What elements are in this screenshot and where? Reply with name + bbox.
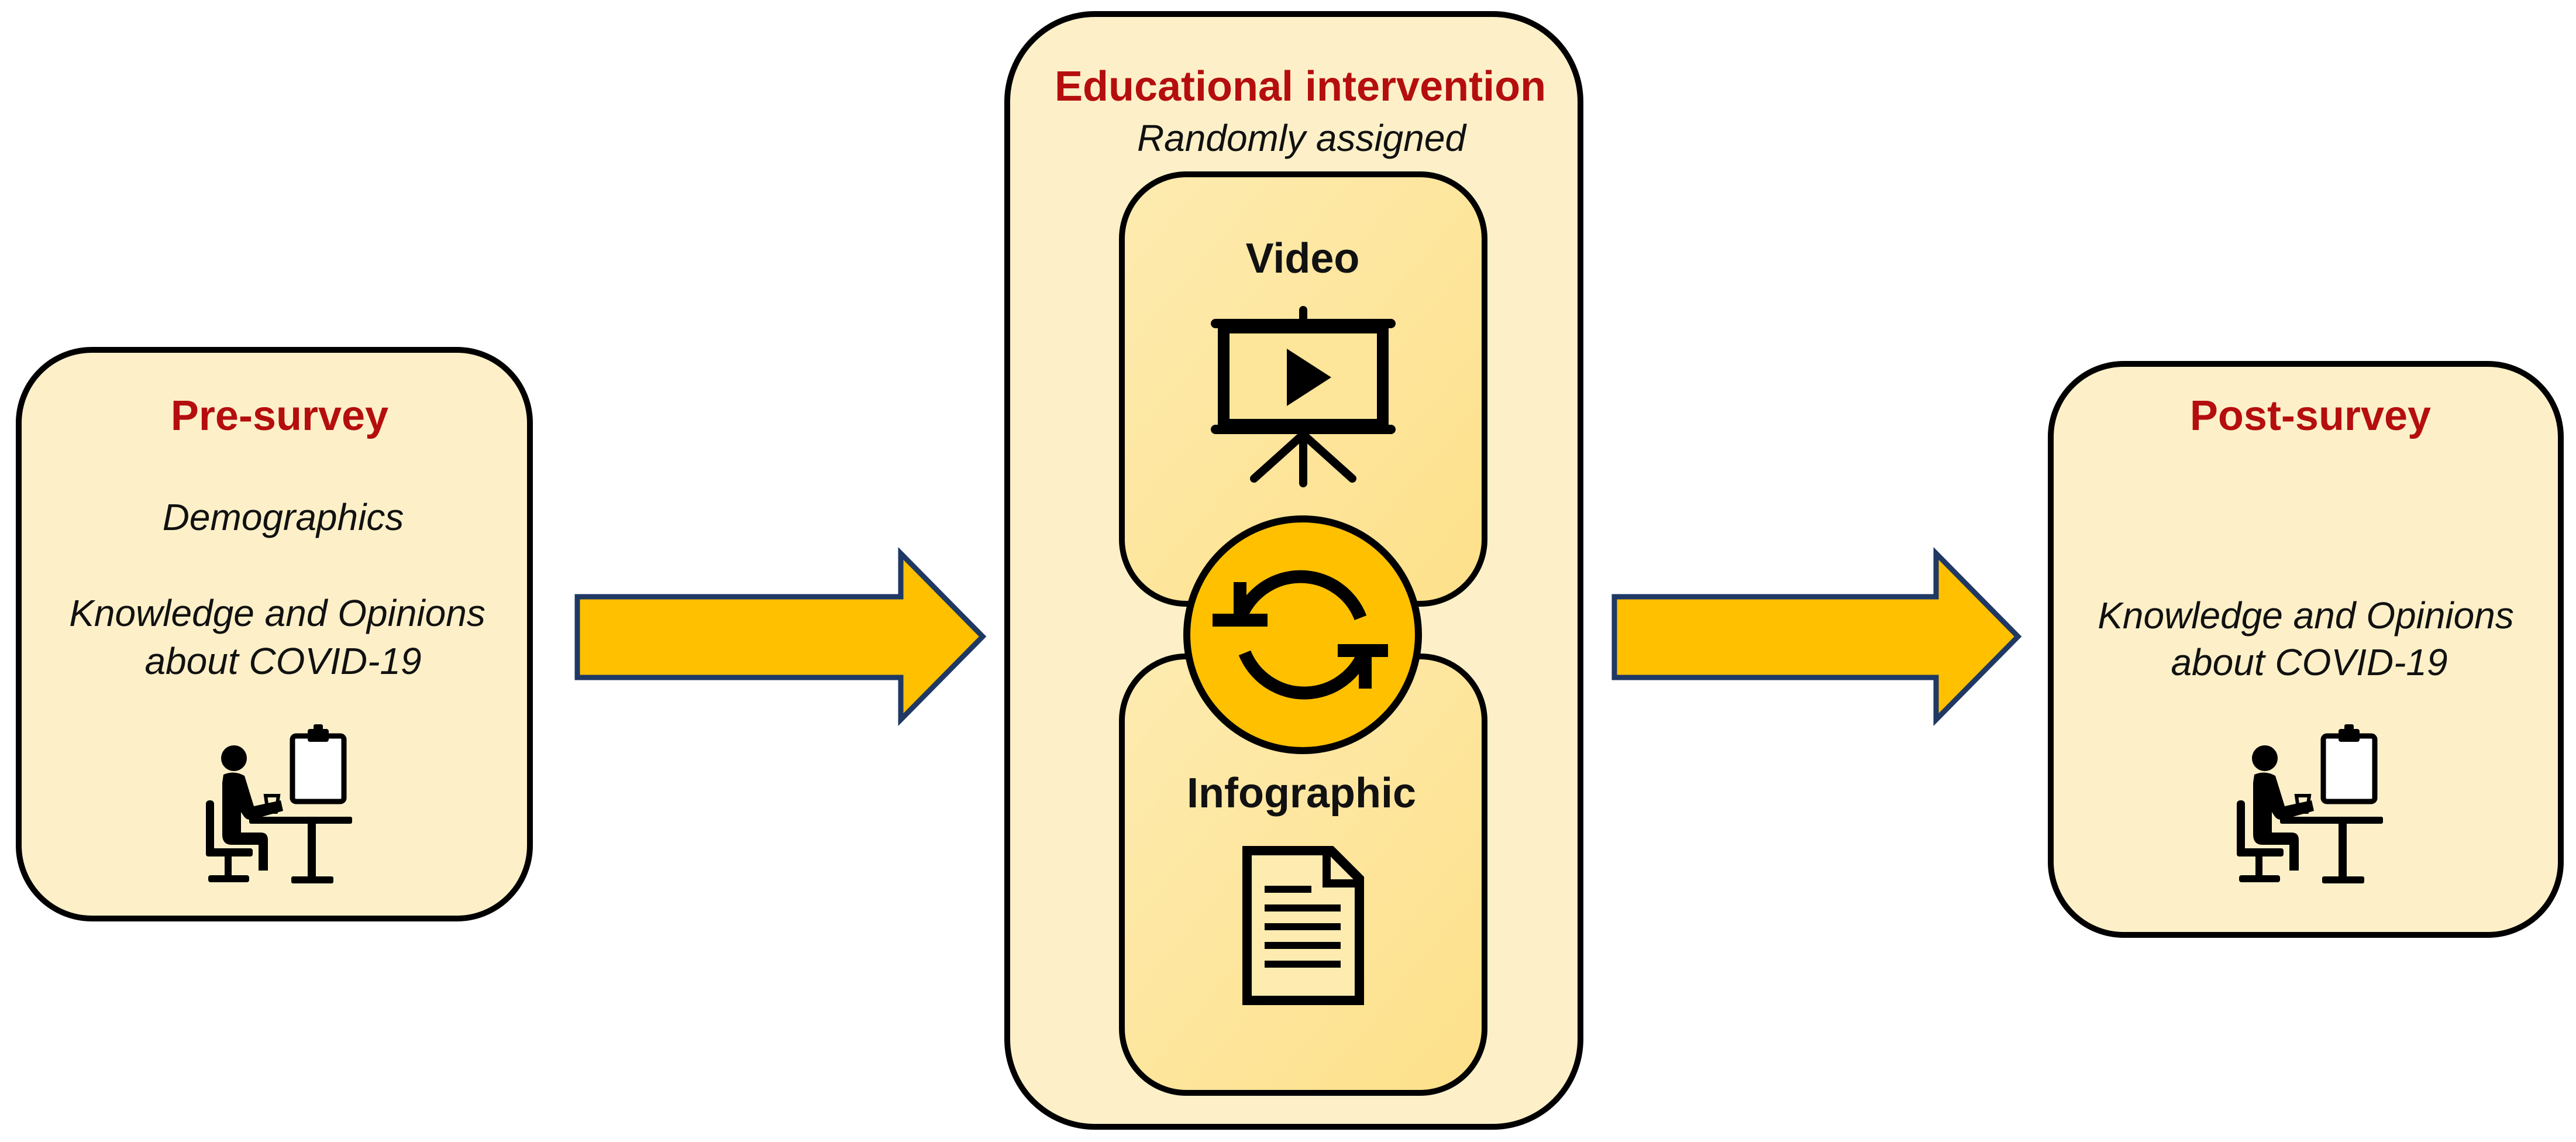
post-survey-title: Post-survey [2190,393,2431,439]
video-box: Video [1119,171,1487,607]
intervention-title: Educational intervention [1055,63,1546,110]
post-survey-knowledge-line2: about COVID-19 [2171,641,2447,683]
video-presentation-icon [1211,306,1396,487]
intervention-subtitle: Randomly assigned [1137,117,1468,159]
pre-survey-title: Pre-survey [171,393,388,439]
pre-survey-demographics: Demographics [163,496,404,538]
document-icon [1242,846,1364,1005]
post-survey-box: Post-survey Knowledge and Opinions about… [2048,361,2564,938]
infographic-label: Infographic [1187,770,1416,817]
infographic-box: Infographic [1119,653,1487,1096]
pre-survey-knowledge-line2: about COVID-19 [144,640,421,682]
post-survey-knowledge-line1: Knowledge and Opinions [2098,594,2514,637]
video-label: Video [1246,235,1360,282]
swap-cycle-icon [1183,515,1422,754]
pre-survey-box: Pre-survey Demographics Knowledge and Op… [16,347,533,921]
arrow-right-2 [1611,547,2022,726]
intervention-box: Educational intervention Randomly assign… [1004,11,1583,1130]
pre-survey-knowledge-line1: Knowledge and Opinions [69,592,485,634]
arrow-right-1 [574,547,987,726]
